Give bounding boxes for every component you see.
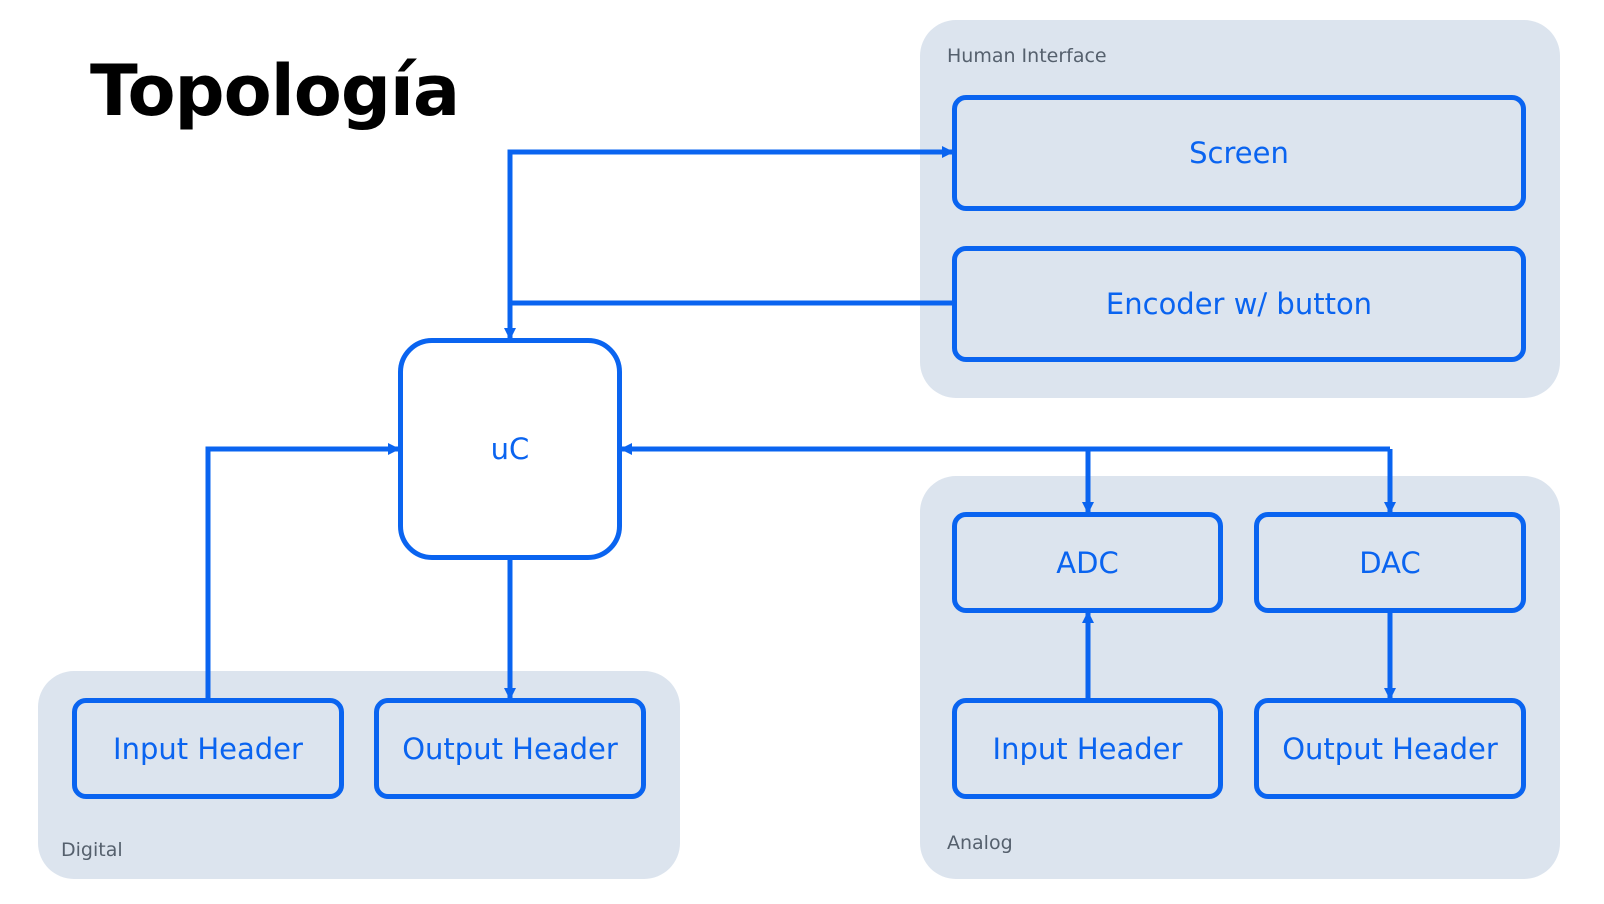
digital-output-header-node: Output Header	[374, 698, 646, 799]
dac-node: DAC	[1254, 512, 1526, 613]
group-label-analog: Analog	[947, 832, 1013, 854]
edge-encoder-to-uc	[504, 300, 952, 340]
adc-node: ADC	[952, 512, 1223, 613]
digital-input-header-node: Input Header	[72, 698, 344, 799]
edge-uc-to-screen	[507, 146, 954, 303]
screen-node: Screen	[952, 95, 1526, 211]
group-label-digital: Digital	[61, 839, 123, 861]
group-label-human-interface: Human Interface	[947, 45, 1107, 67]
edge-digital-input-to-uc	[205, 443, 400, 698]
analog-input-header-node: Input Header	[952, 698, 1223, 799]
analog-output-header-node: Output Header	[1254, 698, 1526, 799]
encoder-node: Encoder w/ button	[952, 246, 1526, 362]
page-title: Topología	[90, 50, 460, 132]
uc-node: uC	[398, 338, 622, 560]
